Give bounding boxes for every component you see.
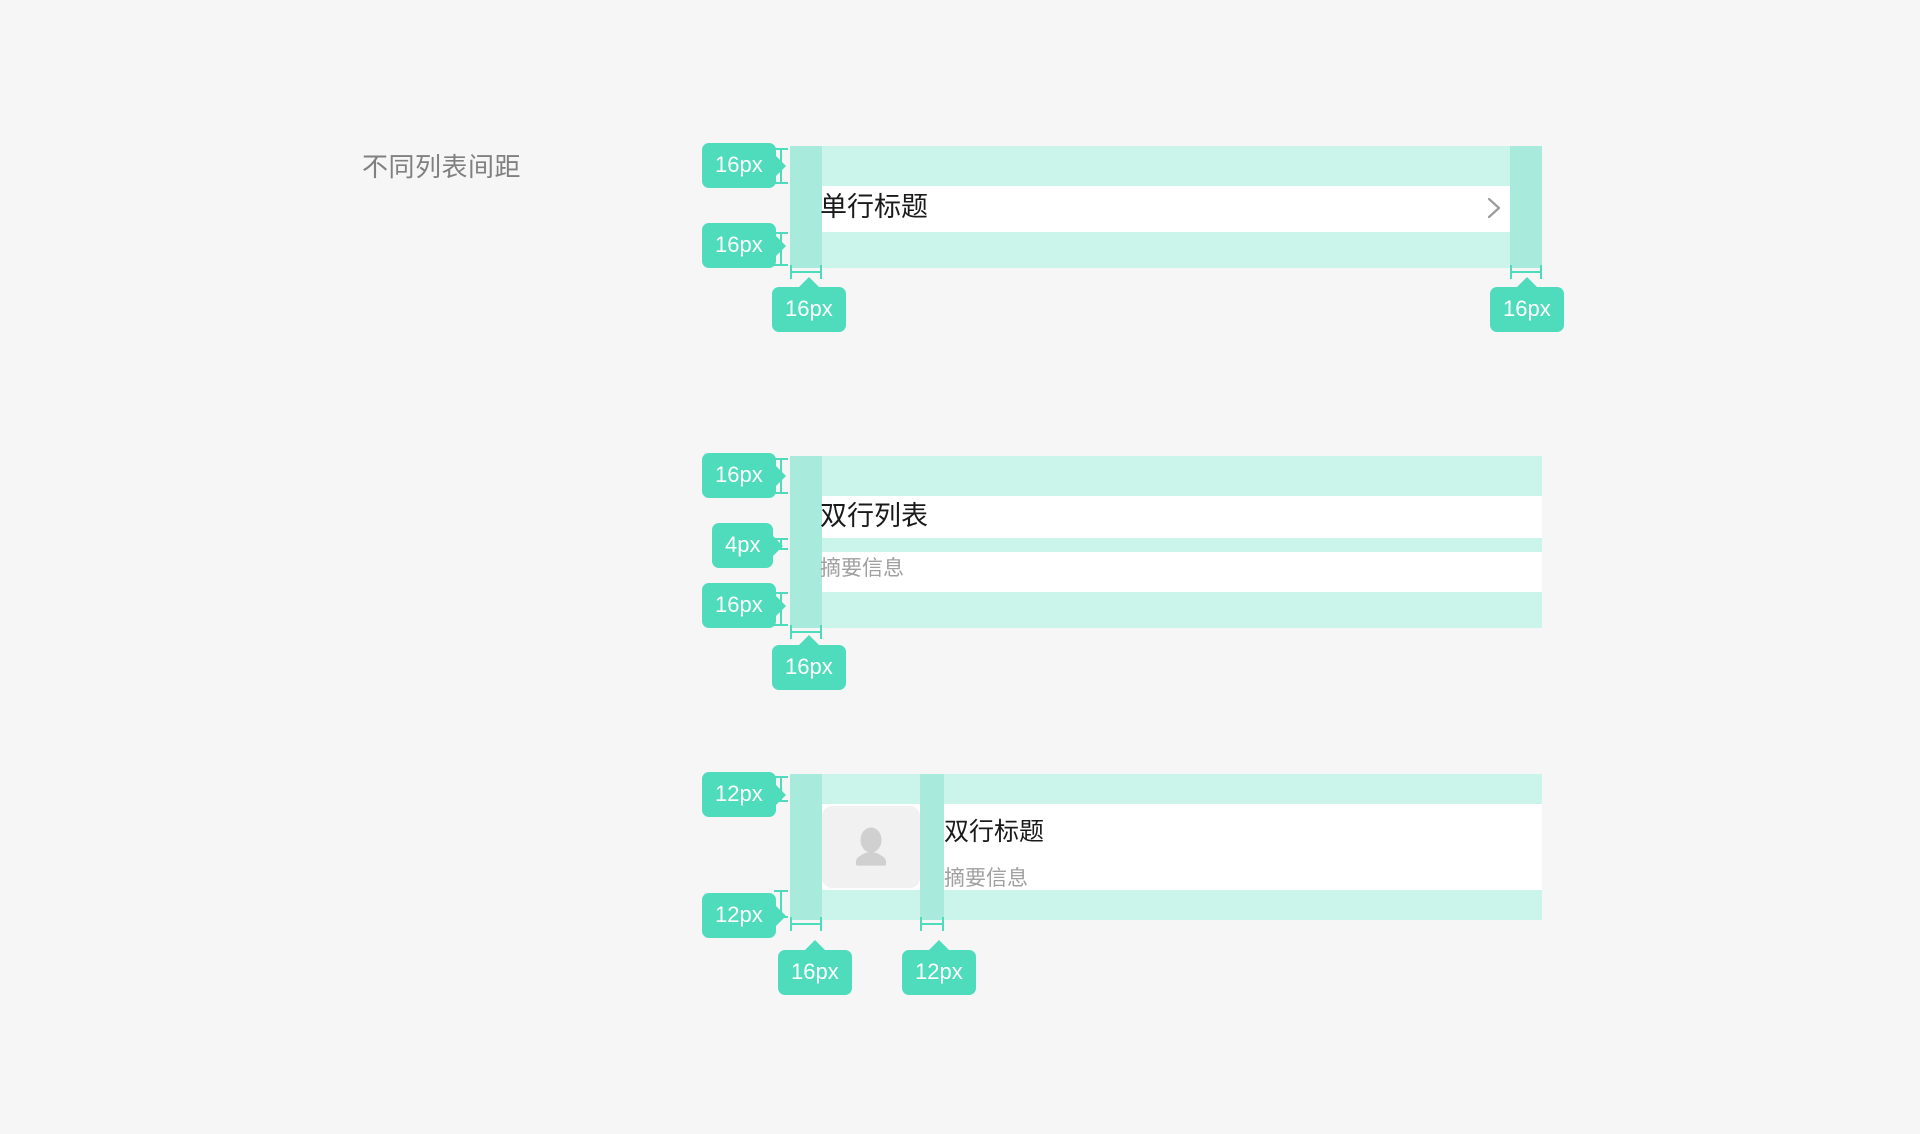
bottom-gap-band: [790, 890, 1542, 920]
avatar-text-gap-ruler: [920, 917, 944, 931]
left-padding-badge: 16px: [772, 645, 846, 690]
title-subtitle-gap-band: [790, 538, 1542, 552]
left-padding-column: [790, 456, 822, 628]
bottom-gap-badge: 16px: [702, 223, 776, 268]
list-title: 双行标题: [944, 818, 1045, 846]
left-padding-ruler: [790, 265, 822, 279]
top-gap-badge: 16px: [702, 143, 776, 188]
top-gap-badge: 16px: [702, 453, 776, 498]
left-padding-ruler: [790, 917, 822, 931]
avatar[interactable]: [822, 806, 920, 888]
top-gap-band: [790, 456, 1542, 496]
bottom-gap-badge: 12px: [702, 893, 776, 938]
avatar-text-gap-badge: 12px: [902, 950, 976, 995]
left-padding-badge: 16px: [778, 950, 852, 995]
user-avatar-icon: [856, 827, 886, 866]
bottom-gap-band: [790, 592, 1542, 628]
left-padding-column: [790, 774, 822, 920]
left-padding-ruler: [790, 625, 822, 639]
list-subtitle-surface[interactable]: [790, 552, 1542, 592]
list-title-surface[interactable]: [790, 496, 1542, 538]
list-title: 单行标题: [820, 192, 928, 222]
left-padding-badge: 16px: [772, 287, 846, 332]
page-title: 不同列表间距: [362, 152, 522, 182]
list-row-surface[interactable]: [790, 186, 1542, 232]
top-gap-band: [790, 146, 1542, 186]
bottom-gap-badge: 16px: [702, 583, 776, 628]
list-title: 双行列表: [820, 501, 928, 531]
chevron-right-icon[interactable]: [1481, 195, 1507, 221]
top-gap-badge: 12px: [702, 772, 776, 817]
right-padding-badge: 16px: [1490, 287, 1564, 332]
title-subtitle-gap-badge: 4px: [712, 523, 774, 568]
list-subtitle: 摘要信息: [944, 867, 1028, 890]
list-subtitle: 摘要信息: [820, 557, 904, 580]
right-padding-column: [1510, 146, 1542, 268]
left-padding-column: [790, 146, 822, 268]
bottom-gap-band: [790, 232, 1542, 268]
right-padding-ruler: [1510, 265, 1542, 279]
avatar-text-gap-column: [920, 774, 944, 920]
top-gap-band: [790, 774, 1542, 804]
